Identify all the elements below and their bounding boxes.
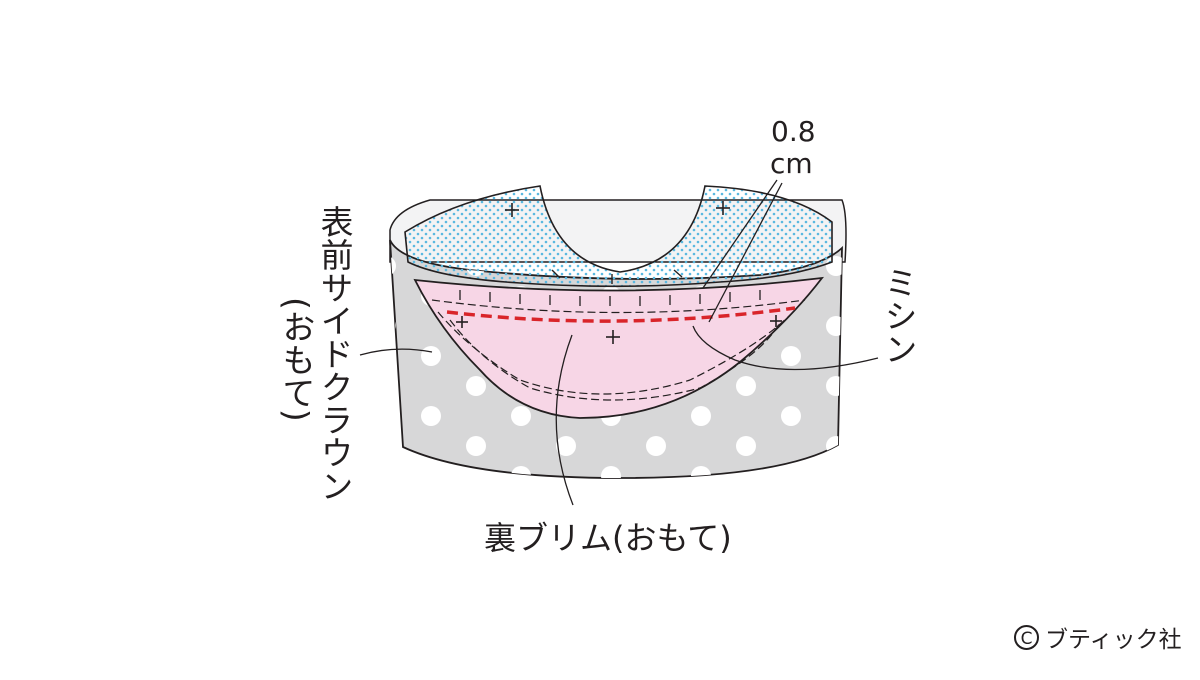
seam-ticks (459, 290, 761, 306)
leader-seam-2 (708, 182, 783, 323)
cutout-notches (551, 269, 683, 284)
copyright-notice: C ブティック社 (1014, 620, 1182, 654)
label-brim: 裏ブリム(おもて) (484, 519, 732, 557)
leader-mishin (692, 325, 879, 371)
label-machine-stitch: ミシン (879, 266, 918, 365)
label-seam-unit: cm (770, 147, 813, 180)
copyright-icon: C (1014, 624, 1039, 650)
copyright-holder: ブティック社 (1045, 627, 1182, 653)
brim-dash-inner-3 (449, 319, 781, 401)
label-side-crown-face: (おもて) (277, 297, 316, 422)
leader-crown (359, 348, 433, 356)
stitch-line (446, 306, 796, 323)
leader-seam-1 (702, 179, 778, 289)
brim-dash-inner-1 (431, 299, 806, 314)
label-side-crown: 表前サイドクラウン (315, 205, 354, 502)
label-seam-value: 0.8 (771, 115, 816, 148)
leader-brim (555, 334, 574, 506)
brim-dash-inner-2 (437, 311, 791, 395)
cross-marks (456, 201, 782, 344)
